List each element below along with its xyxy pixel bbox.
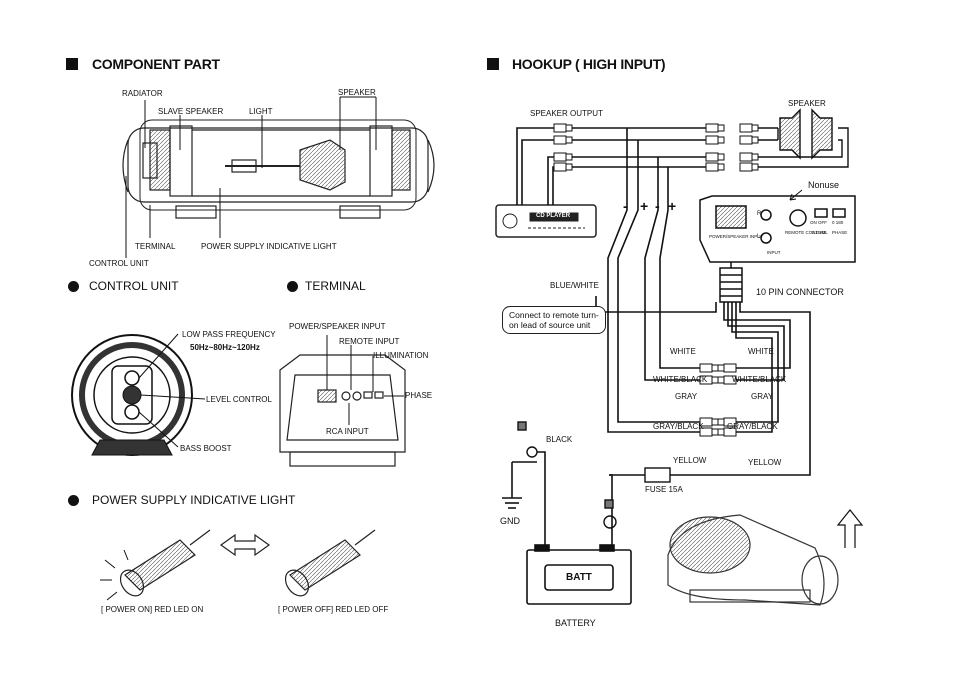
remote-callout: Connect to remote turn-on lead of source…: [502, 306, 606, 334]
light-label: LIGHT: [249, 107, 273, 116]
power-light-title: POWER SUPPLY INDICATIVE LIGHT: [92, 493, 296, 507]
control-unit-label: CONTROL UNIT: [89, 259, 149, 268]
power-speaker-input-label: POWER/SPEAKER INPUT: [289, 322, 386, 331]
battery-drawing: [526, 544, 632, 605]
freq-range-label: 50Hz~80Hz~120Hz: [190, 343, 260, 352]
batt-label: BATT: [566, 572, 592, 583]
slave-speaker-label: SLAVE SPEAKER: [158, 107, 224, 116]
panel-power-speaker-input: POWER/SPEAKER INPUT: [709, 234, 764, 239]
bullet-icon: [287, 281, 298, 292]
black-wire-label: BLACK: [546, 435, 573, 444]
panel-phase-values: 0 180: [832, 220, 844, 225]
enclosure-side-view: [122, 119, 435, 219]
bass-boost-label: BASS BOOST: [180, 444, 232, 453]
section-marker-icon: [487, 58, 499, 70]
gray-black-left-label: GRAY/BLACK: [653, 422, 704, 431]
level-control-label: LEVEL CONTROL: [206, 395, 272, 404]
gray-left-label: GRAY: [675, 392, 698, 401]
speaker-output-label: SPEAKER OUTPUT: [530, 109, 603, 118]
power-supply-light-label: POWER SUPPLY INDICATIVE LIGHT: [201, 242, 337, 251]
low-pass-label: LOW PASS FREQUENCY: [182, 330, 276, 339]
ten-pin-connector: [719, 262, 743, 303]
hookup-title: HOOKUP ( HIGH INPUT): [512, 56, 666, 72]
panel-r: R: [757, 211, 762, 217]
panel-remote-control: REMOTE CONTROL: [785, 230, 828, 235]
harness-wires: [595, 296, 811, 476]
wire-joints: [699, 363, 737, 437]
rca-input-label: RCA INPUT: [326, 427, 369, 436]
remote-input-label: REMOTE INPUT: [339, 337, 400, 346]
control-unit-title: CONTROL UNIT: [89, 279, 179, 293]
component-part-title: COMPONENT PART: [92, 56, 220, 72]
control-unit-drawing: [71, 333, 206, 456]
connector-plugs: [553, 123, 759, 172]
hookup-speaker-label: SPEAKER: [788, 99, 826, 108]
polarity-plus-2: +: [668, 198, 677, 214]
panel-phase: PHASE: [832, 230, 848, 235]
speaker-label: SPEAKER: [338, 88, 376, 97]
terminal-label: TERMINAL: [135, 242, 176, 251]
radiator-label: RADIATOR: [122, 89, 163, 98]
white-black-right-label: WHITE/BLACK: [732, 375, 787, 384]
terminal-drawing: [279, 354, 406, 467]
polarity-minus-1: -: [623, 198, 628, 214]
terminal-leader-lines: [326, 335, 404, 425]
yellow-left-label: YELLOW: [673, 456, 707, 465]
power-light-drawing: [100, 529, 376, 601]
panel-l: L: [757, 234, 761, 240]
head-unit-drawing: [495, 204, 597, 238]
terminal-title: TERMINAL: [305, 279, 366, 293]
bullet-icon: [68, 281, 79, 292]
component-leader-lines: [125, 96, 377, 258]
bullet-icon: [68, 495, 79, 506]
amp-input-panel: [699, 189, 856, 263]
ring-terminals: [517, 421, 671, 529]
polarity-plus-1: +: [640, 198, 649, 214]
power-on-caption: [ POWER ON] RED LED ON: [101, 605, 204, 614]
power-wires: [502, 451, 732, 550]
white-left-label: WHITE: [670, 347, 696, 356]
yellow-right-label: YELLOW: [748, 458, 782, 467]
gray-black-right-label: GRAY/BLACK: [727, 422, 778, 431]
polarity-minus-2: -: [655, 198, 660, 214]
white-black-left-label: WHITE/BLACK: [653, 375, 708, 384]
nonuse-label: Nonuse: [808, 180, 840, 190]
enclosure-perspective: [667, 509, 864, 606]
phase-label: PHASE: [405, 391, 433, 400]
fuse-label: FUSE 15A: [645, 485, 683, 494]
gray-right-label: GRAY: [751, 392, 774, 401]
battery-label: BATTERY: [555, 618, 596, 628]
panel-input: INPUT: [767, 250, 781, 255]
speakers-drawing: [777, 108, 849, 168]
panel-on-off: ON OFF: [810, 220, 827, 225]
illumination-label: ILLUMINATION: [373, 351, 429, 360]
blue-white-label: BLUE/WHITE: [550, 281, 599, 290]
power-off-caption: [ POWER OFF] RED LED OFF: [278, 605, 389, 614]
speaker-wires: [516, 127, 808, 433]
section-marker-icon: [66, 58, 78, 70]
gnd-label: GND: [500, 516, 520, 526]
ten-pin-label: 10 PIN CONNECTOR: [756, 287, 844, 297]
cd-player-label: CD PLAYER: [536, 213, 571, 219]
white-right-label: WHITE: [748, 347, 774, 356]
panel-illum: ILLUMI.: [812, 230, 828, 235]
